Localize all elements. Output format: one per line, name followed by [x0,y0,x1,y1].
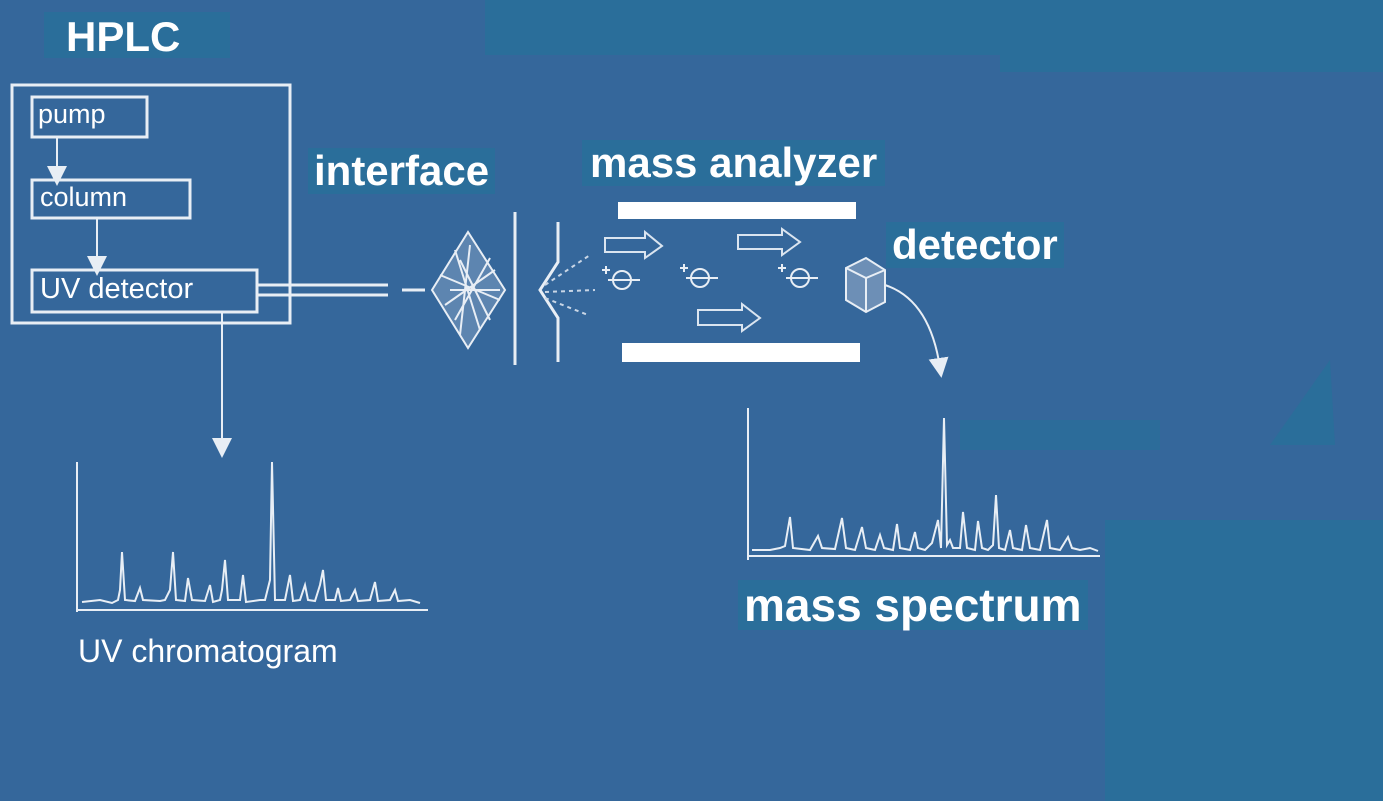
hplc-title: HPLC [44,12,230,58]
mass-analyzer-label: mass analyzer [582,140,886,186]
uv-chromatogram-plot [76,461,428,612]
spray-lines [544,254,596,316]
mass-spectrum-label: mass spectrum [738,580,1088,630]
pump-label: pump [38,99,106,129]
ions [602,264,818,290]
mass-spectrum-plot [747,408,1100,560]
analyzer-rod-top [618,202,856,219]
uv-detector-box [30,268,259,314]
column-label: column [40,182,128,212]
uv-chromatogram-label: UV chromatogram [78,633,338,669]
decorative-wedge-shape [1270,360,1335,445]
hplc-box [10,83,292,325]
background-patch-bottom-right [1105,520,1383,801]
background-patch-top-right [1000,0,1383,72]
ion-flow-arrows [604,227,802,333]
column-box [30,178,192,220]
uv-detector-label: UV detector [40,273,194,305]
spectrum-trace [752,417,1099,552]
analyzer-rod-bottom [622,343,860,362]
background-patch-mid-right [960,420,1160,450]
pump-box [30,95,149,139]
chromatogram-trace [81,461,421,605]
detector-label: detector [886,222,1064,268]
interface-cone [538,222,560,362]
interface-label: interface [308,148,496,194]
detector-cube [845,256,886,314]
electrospray-cloud [430,230,507,350]
detector-to-spectrum-arrow [884,284,949,378]
